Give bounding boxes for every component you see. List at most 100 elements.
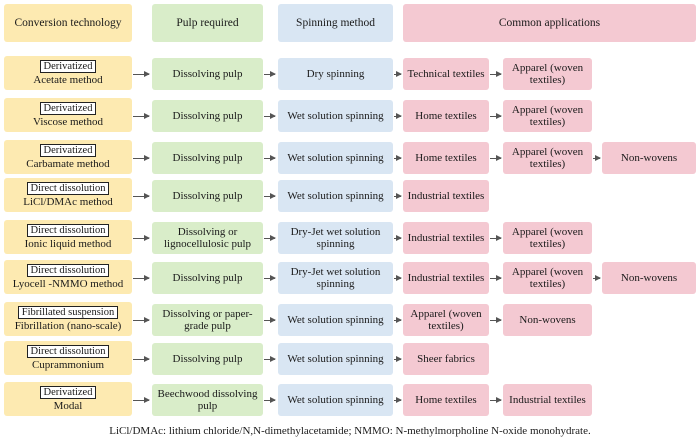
category-tag: Derivatized (39, 386, 97, 399)
arrow-method-to-pulp (133, 235, 150, 241)
arrow-application-to-application (490, 71, 502, 77)
arrow-spinning-to-application (394, 193, 402, 199)
method-name: Acetate method (33, 74, 103, 86)
arrow-pulp-to-spinning (264, 356, 276, 362)
header-pulp-required: Pulp required (152, 4, 263, 42)
application-box: Industrial textiles (403, 262, 489, 294)
arrow-application-to-application (593, 155, 601, 161)
method-name: Lyocell -NMMO method (12, 278, 124, 290)
method-name: Modal (53, 400, 83, 412)
arrow-pulp-to-spinning (264, 275, 276, 281)
application-box: Non-wovens (602, 142, 696, 174)
pulp-box: Dissolving or paper-grade pulp (152, 304, 263, 336)
arrow-spinning-to-application (394, 397, 402, 403)
arrow-method-to-pulp (133, 356, 150, 362)
footnote: LiCl/DMAc: lithium chloride/N,N-dimethyl… (109, 425, 591, 437)
spinning-box: Dry spinning (278, 58, 393, 90)
application-box: Technical textiles (403, 58, 489, 90)
arrow-method-to-pulp (133, 317, 150, 323)
category-tag: Derivatized (39, 102, 97, 115)
application-box: Apparel (woven textiles) (503, 222, 592, 254)
application-box: Industrial textiles (403, 222, 489, 254)
method-name: Carbamate method (26, 158, 110, 170)
header-common-applications: Common applications (403, 4, 696, 42)
arrow-method-to-pulp (133, 397, 150, 403)
spinning-box: Wet solution spinning (278, 304, 393, 336)
pulp-box: Dissolving pulp (152, 142, 263, 174)
method-name: LiCl/DMAc method (23, 196, 113, 208)
arrow-application-to-application (490, 113, 502, 119)
header-conversion-technology: Conversion technology (4, 4, 132, 42)
arrow-pulp-to-spinning (264, 235, 276, 241)
arrow-pulp-to-spinning (264, 397, 276, 403)
arrow-pulp-to-spinning (264, 113, 276, 119)
arrow-pulp-to-spinning (264, 317, 276, 323)
application-box: Non-wovens (602, 262, 696, 294)
spinning-box: Wet solution spinning (278, 180, 393, 212)
application-box: Home textiles (403, 142, 489, 174)
pulp-box: Dissolving pulp (152, 100, 263, 132)
arrow-method-to-pulp (133, 275, 150, 281)
arrow-pulp-to-spinning (264, 71, 276, 77)
spinning-box: Wet solution spinning (278, 142, 393, 174)
arrow-application-to-application (490, 397, 502, 403)
category-tag: Fibrillated suspension (17, 306, 119, 319)
arrow-spinning-to-application (394, 155, 402, 161)
spinning-box: Dry-Jet wet solution spinning (278, 262, 393, 294)
category-tag: Derivatized (39, 60, 97, 73)
application-box: Apparel (woven textiles) (503, 262, 592, 294)
arrow-method-to-pulp (133, 155, 150, 161)
arrow-application-to-application (490, 235, 502, 241)
arrow-spinning-to-application (394, 275, 402, 281)
arrow-spinning-to-application (394, 235, 402, 241)
application-box: Industrial textiles (503, 384, 592, 416)
method-name: Cuprammonium (31, 359, 105, 371)
spinning-box: Wet solution spinning (278, 100, 393, 132)
category-tag: Direct dissolution (26, 182, 110, 195)
pulp-box: Dissolving pulp (152, 343, 263, 375)
arrow-pulp-to-spinning (264, 193, 276, 199)
spinning-box: Wet solution spinning (278, 384, 393, 416)
arrow-application-to-application (490, 275, 502, 281)
spinning-box: Dry-Jet wet solution spinning (278, 222, 393, 254)
application-box: Apparel (woven textiles) (503, 100, 592, 132)
method-name: Fibrillation (nano-scale) (14, 320, 122, 332)
arrow-application-to-application (490, 155, 502, 161)
application-box: Sheer fabrics (403, 343, 489, 375)
arrow-spinning-to-application (394, 113, 402, 119)
method-name: Ionic liquid method (24, 238, 112, 250)
application-box: Apparel (woven textiles) (403, 304, 489, 336)
arrow-method-to-pulp (133, 71, 150, 77)
pulp-box: Beechwood dissolving pulp (152, 384, 263, 416)
pulp-box: Dissolving or lignocellulosic pulp (152, 222, 263, 254)
application-box: Non-wovens (503, 304, 592, 336)
pulp-box: Dissolving pulp (152, 58, 263, 90)
arrow-method-to-pulp (133, 113, 150, 119)
application-box: Home textiles (403, 100, 489, 132)
application-box: Industrial textiles (403, 180, 489, 212)
spinning-box: Wet solution spinning (278, 343, 393, 375)
category-tag: Direct dissolution (26, 345, 110, 358)
category-tag: Direct dissolution (26, 264, 110, 277)
application-box: Apparel (woven textiles) (503, 58, 592, 90)
method-name: Viscose method (33, 116, 103, 128)
header-spinning-method: Spinning method (278, 4, 393, 42)
application-box: Apparel (woven textiles) (503, 142, 592, 174)
category-tag: Direct dissolution (26, 224, 110, 237)
category-tag: Derivatized (39, 144, 97, 157)
arrow-spinning-to-application (394, 356, 402, 362)
arrow-spinning-to-application (394, 71, 402, 77)
application-box: Home textiles (403, 384, 489, 416)
arrow-application-to-application (593, 275, 601, 281)
pulp-box: Dissolving pulp (152, 262, 263, 294)
